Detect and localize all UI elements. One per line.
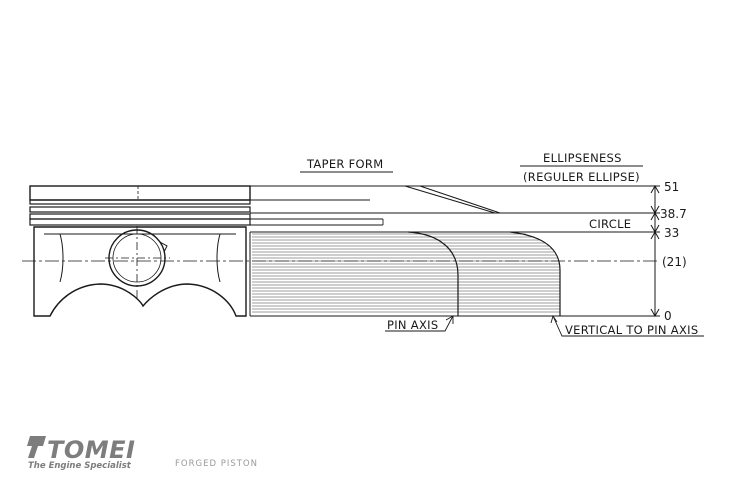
tomei-logo-word: TOMEI bbox=[47, 436, 135, 464]
reguler-ellipse-label: (REGULER ELLIPSE) bbox=[523, 170, 640, 184]
product-name: FORGED PISTON bbox=[175, 459, 258, 469]
ellipseness-label: ELLIPSENESS bbox=[543, 151, 622, 165]
dimension-21: (21) bbox=[662, 255, 687, 269]
pin-axis-profile-curve bbox=[407, 231, 459, 316]
tomei-logo: TOMEI The Engine Specialist bbox=[27, 436, 135, 471]
tomei-logo-mark bbox=[27, 436, 46, 458]
dimension-38-7: 38.7 bbox=[660, 207, 687, 221]
dimension-33: 33 bbox=[664, 226, 679, 240]
vertical-axis-leader bbox=[552, 315, 704, 337]
piston-side-view bbox=[29, 185, 251, 317]
pin-axis-label: PIN AXIS bbox=[387, 318, 438, 332]
profile-hatching bbox=[252, 233, 560, 313]
vertical-to-pin-axis-label: VERTICAL TO PIN AXIS bbox=[565, 323, 698, 337]
tomei-tagline: The Engine Specialist bbox=[28, 461, 132, 471]
dimension-51: 51 bbox=[664, 180, 679, 194]
vertical-profile-curve bbox=[509, 231, 561, 316]
circle-label: CIRCLE bbox=[589, 217, 631, 231]
pin-axis-leader bbox=[385, 315, 454, 332]
taper-form-label: TAPER FORM bbox=[306, 157, 383, 171]
dimension-0: 0 bbox=[664, 309, 672, 323]
